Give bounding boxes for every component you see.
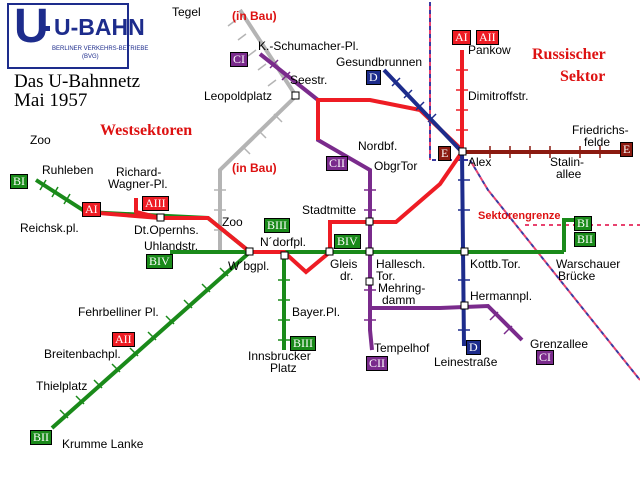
badge-d-top: D (366, 70, 381, 85)
badge-d-bottom: D (466, 340, 481, 355)
badge-ci-top: CI (230, 52, 248, 67)
station-gesundbrunnen: Gesundbrunnen (336, 55, 423, 69)
badge-biii-top: BIII (264, 218, 290, 233)
station-richard-wagner-1: Richard- (116, 165, 162, 179)
station-friedrichsfelde-1: Friedrichs- (572, 123, 629, 137)
station-warschauer-2: Brücke (558, 269, 596, 283)
badge-bi-right: BI (574, 216, 592, 231)
station-warschauer-1: Warschauer (556, 257, 621, 271)
station-mehring-2: damm (382, 293, 416, 307)
line-b-green-south (50, 250, 252, 430)
badge-ai-left: AI (82, 202, 101, 217)
station-kottbtor: Kottb.Tor. (470, 257, 521, 271)
green-ticks (39, 179, 290, 419)
station-reichskpl: Reichsk.pl. (20, 221, 79, 235)
station-stalinallee-1: Stalin- (550, 155, 585, 169)
station-fehrbelliner: Fehrbelliner Pl. (78, 305, 159, 319)
sector-border-label: Sektorengrenze (478, 210, 561, 222)
line-a-red (85, 50, 464, 275)
badge-aii-pankow: AII (476, 30, 499, 45)
badge-cii-bottom: CII (366, 356, 388, 371)
station-hallesch-1: Hallesch. (376, 257, 426, 271)
map-date: Mai 1957 (14, 90, 88, 111)
line-c-purple-branch (370, 303, 524, 342)
station-breitenbach: Breitenbachpl. (44, 347, 121, 361)
station-obgrtor: ObgrTor (374, 159, 418, 173)
station-thielplatz: Thielplatz (36, 379, 88, 393)
construction-label-tegel: (in Bau) (232, 9, 277, 23)
station-richard-wagner-2: Wagner-Pl. (108, 177, 168, 191)
russian-sector-label-2: Sektor (560, 68, 606, 85)
logo-subtitle-1: BERLINER VERKEHRS-BETRIEBE (52, 46, 148, 52)
station-dt-opernhs: Dt.Opernhs. (134, 223, 199, 237)
station-wbgpl: W´bgpl. (228, 259, 270, 273)
station-zoo: Zoo (222, 215, 243, 229)
red-ticks (456, 69, 468, 131)
badge-ai-pankow: AI (452, 30, 471, 45)
bvg-logo: U U-BAHN BERLINER VERKEHRS-BETRIEBE (BVG… (7, 0, 148, 69)
station-ruhleben: Ruhleben (42, 163, 94, 177)
badge-bii-right: BII (574, 232, 596, 247)
line-a-red-branch (134, 198, 161, 220)
station-hallesch-2: Tor. (376, 269, 396, 283)
west-sector-label: Westsektoren (100, 122, 193, 139)
russian-sector-label-1: Russischer (532, 46, 606, 63)
station-alex: Alex (468, 155, 492, 169)
station-zoo-top: Zoo (30, 133, 51, 147)
interchange-markers (156, 91, 469, 310)
map-title: Das U-Bahnnetz (14, 71, 141, 92)
station-gleisdr-1: Gleis (330, 257, 358, 271)
station-dimitroff: Dimitroffstr. (468, 89, 529, 103)
badge-aiii: AIII (142, 196, 169, 211)
logo-subtitle-2: (BVG) (82, 54, 99, 60)
badge-biv-center: BIV (334, 234, 361, 249)
badge-bii-left: BII (30, 430, 52, 445)
construction-ticks (214, 19, 283, 231)
line-c-purple (258, 52, 374, 351)
station-ndorfpl: N´dorfpl. (260, 235, 307, 249)
station-nordbf: Nordbf. (358, 139, 398, 153)
badge-ci-bottom: CI (536, 350, 554, 365)
station-tegel: Tegel (172, 5, 201, 19)
construction-label-zoo: (in Bau) (232, 161, 277, 175)
station-krumme-lanke: Krumme Lanke (62, 437, 144, 451)
station-leopoldplatz: Leopoldplatz (204, 89, 273, 103)
station-innsbrucker-1: Innsbrucker (248, 349, 311, 363)
badge-e-alex: E (438, 146, 452, 161)
station-uhlandstr: Uhlandstr. (144, 239, 199, 253)
station-bayerpl: Bayer.Pl. (292, 305, 341, 319)
station-friedrichsfelde-2: felde (584, 135, 611, 149)
badge-biv-left: BIV (146, 254, 173, 269)
badge-bi-left: BI (10, 174, 28, 189)
station-seestr: Seestr. (290, 73, 328, 87)
station-tempelhof: Tempelhof (374, 341, 430, 355)
station-stalinallee-2: allee (556, 167, 582, 181)
navy-ticks (391, 77, 470, 331)
purple-ticks (269, 59, 513, 335)
station-hermannpl: Hermannpl. (470, 289, 533, 303)
station-mehring-1: Mehring- (378, 281, 426, 295)
maroon-ticks (489, 146, 601, 158)
station-pankow: Pankow (468, 43, 511, 57)
station-grenzallee: Grenzallee (530, 337, 589, 351)
badge-aii-left: AII (112, 332, 135, 347)
badge-e-right: E (620, 142, 634, 157)
station-innsbrucker-2: Platz (270, 361, 297, 375)
station-gleisdr-2: dr. (340, 269, 354, 283)
badge-cii-top: CII (326, 156, 348, 171)
badge-biii-bottom: BIII (290, 336, 316, 351)
station-schumacher: K.-Schumacher-Pl. (258, 39, 359, 53)
station-leinestr: Leinestraße (434, 355, 498, 369)
station-stadtmitte: Stadtmitte (302, 203, 357, 217)
logo-text: U-BAHN (54, 14, 145, 40)
